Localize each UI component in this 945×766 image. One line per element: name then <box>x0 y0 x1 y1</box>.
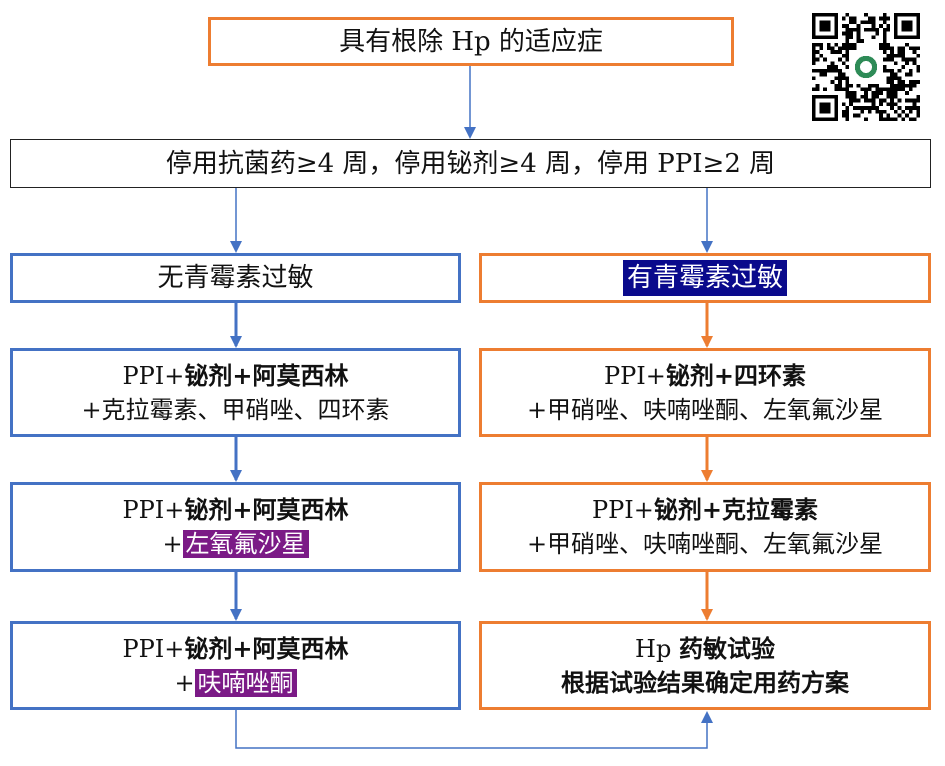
left-regimen-1-ppi: PPI+ <box>122 361 185 390</box>
left-regimen-2-line2: +左氧氟沙星 <box>162 527 309 561</box>
right-regimen-1-ppi: PPI+ <box>604 361 666 390</box>
penicillin-allergy-text: 有青霉素过敏 <box>622 260 787 296</box>
left-regimen-3: PPI+铋剂+阿莫西林 +呋喃唑酮 <box>10 621 461 710</box>
left-regimen-1-line2: +克拉霉素、甲硝唑、四环素 <box>81 395 390 424</box>
stop-medication-text: 停用抗菌药≥4 周，停用铋剂≥4 周，停用 PPI≥2 周 <box>165 148 776 179</box>
left-regimen-2-drugs: 铋剂+阿莫西林 <box>184 496 349 524</box>
left-regimen-1: PPI+铋剂+阿莫西林 +克拉霉素、甲硝唑、四环素 <box>10 348 461 437</box>
right-regimen-2-line2: +甲硝唑、呋喃唑酮、左氧氟沙星 <box>526 530 884 558</box>
stop-medication-box: 停用抗菌药≥4 周，停用铋剂≥4 周，停用 PPI≥2 周 <box>10 139 931 188</box>
levofloxacin-highlight: 左氧氟沙星 <box>182 530 309 558</box>
left-regimen-1-line1: PPI+铋剂+阿莫西林 <box>123 359 349 393</box>
furazolidone-highlight: 呋喃唑酮 <box>194 668 297 697</box>
indication-box: 具有根除 Hp 的适应症 <box>208 17 734 66</box>
left-regimen-3-plus: + <box>174 668 195 697</box>
indication-text: 具有根除 Hp 的适应症 <box>339 26 603 57</box>
left-regimen-2: PPI+铋剂+阿莫西林 +左氧氟沙星 <box>10 482 461 572</box>
left-regimen-2-plus: + <box>162 530 183 558</box>
arrow-bottom-connector <box>235 710 713 749</box>
no-penicillin-allergy-box: 无青霉素过敏 <box>10 253 461 303</box>
left-regimen-2-line1: PPI+铋剂+阿莫西林 <box>123 493 349 527</box>
left-regimen-3-drugs: 铋剂+阿莫西林 <box>184 634 349 663</box>
penicillin-allergy-box: 有青霉素过敏 <box>479 253 931 303</box>
no-penicillin-allergy-text: 无青霉素过敏 <box>157 263 314 293</box>
left-regimen-2-ppi: PPI+ <box>122 496 185 524</box>
left-regimen-1-drugs: 铋剂+阿莫西林 <box>184 361 349 390</box>
right-regimen-2-drugs: 铋剂+克拉霉素 <box>653 496 818 524</box>
right-regimen-2: PPI+铋剂+克拉霉素 +甲硝唑、呋喃唑酮、左氧氟沙星 <box>479 482 931 572</box>
left-regimen-3-ppi: PPI+ <box>122 634 185 663</box>
right-regimen-1-line1: PPI+铋剂+四环素 <box>604 359 806 393</box>
right-regimen-1-line2: +甲硝唑、呋喃唑酮、左氧氟沙星 <box>526 395 884 424</box>
left-regimen-3-line2: +呋喃唑酮 <box>174 666 297 700</box>
qr-code-icon <box>812 13 920 121</box>
susceptibility-test-line1: Hp 药敏试验 <box>635 632 775 666</box>
susceptibility-test-box: Hp 药敏试验 根据试验结果确定用药方案 <box>479 621 931 710</box>
right-regimen-1-drugs: 铋剂+四环素 <box>665 361 806 390</box>
susceptibility-test-line2: 根据试验结果确定用药方案 <box>561 668 849 697</box>
right-regimen-1: PPI+铋剂+四环素 +甲硝唑、呋喃唑酮、左氧氟沙星 <box>479 348 931 437</box>
susceptibility-test-hp: Hp <box>635 634 679 663</box>
left-regimen-3-line1: PPI+铋剂+阿莫西林 <box>123 632 349 666</box>
right-regimen-2-ppi: PPI+ <box>592 496 654 524</box>
susceptibility-test-label: 药敏试验 <box>678 634 775 663</box>
right-regimen-2-line1: PPI+铋剂+克拉霉素 <box>592 493 818 527</box>
